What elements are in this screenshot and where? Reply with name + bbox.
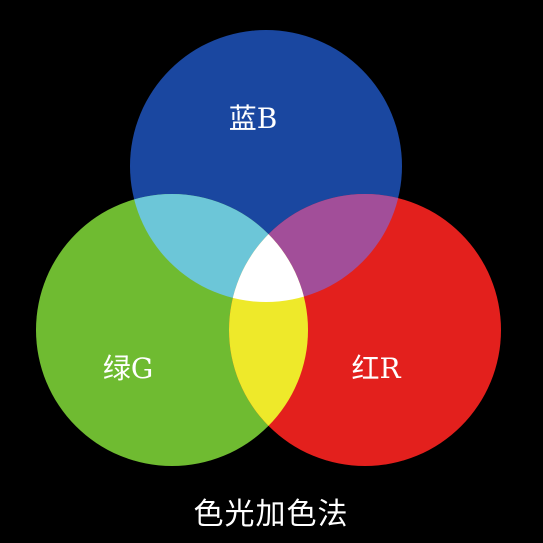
blue-label: 蓝B bbox=[229, 102, 278, 135]
blue-green-overlap bbox=[130, 194, 308, 302]
green-label: 绿G bbox=[103, 352, 153, 385]
blue-red-overlap bbox=[229, 194, 402, 302]
caption: 色光加色法 bbox=[194, 497, 349, 532]
red-label: 红R bbox=[351, 352, 401, 385]
